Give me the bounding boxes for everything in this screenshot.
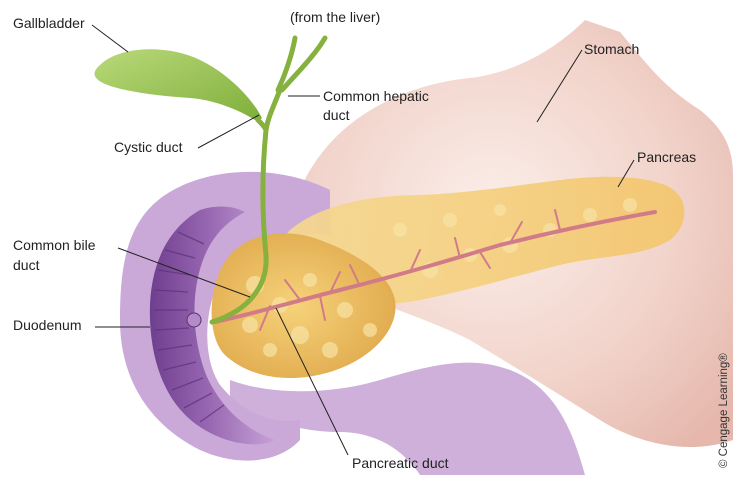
- label-pancreas: Pancreas: [637, 149, 696, 165]
- label-common-hepatic-duct-line1: Common hepatic: [323, 88, 429, 104]
- label-cystic-duct: Cystic duct: [114, 139, 183, 155]
- label-common-bile-duct-line2: duct: [13, 257, 40, 273]
- label-pancreatic-duct: Pancreatic duct: [352, 455, 449, 471]
- label-common-hepatic-duct-line2: duct: [323, 107, 350, 123]
- leader-gallbladder: [92, 25, 128, 52]
- gallbladder-shape: [95, 49, 262, 122]
- label-stomach: Stomach: [584, 41, 639, 57]
- common-hepatic-duct: [266, 90, 280, 130]
- label-gallbladder: Gallbladder: [13, 15, 85, 31]
- label-duodenum: Duodenum: [13, 317, 82, 333]
- label-from-liver: (from the liver): [290, 9, 380, 25]
- copyright-credit: © Cengage Learning®: [718, 353, 730, 468]
- duodenal-papilla: [187, 313, 201, 327]
- leader-cystic-duct: [198, 115, 259, 148]
- label-common-bile-duct-line1: Common bile: [13, 237, 96, 253]
